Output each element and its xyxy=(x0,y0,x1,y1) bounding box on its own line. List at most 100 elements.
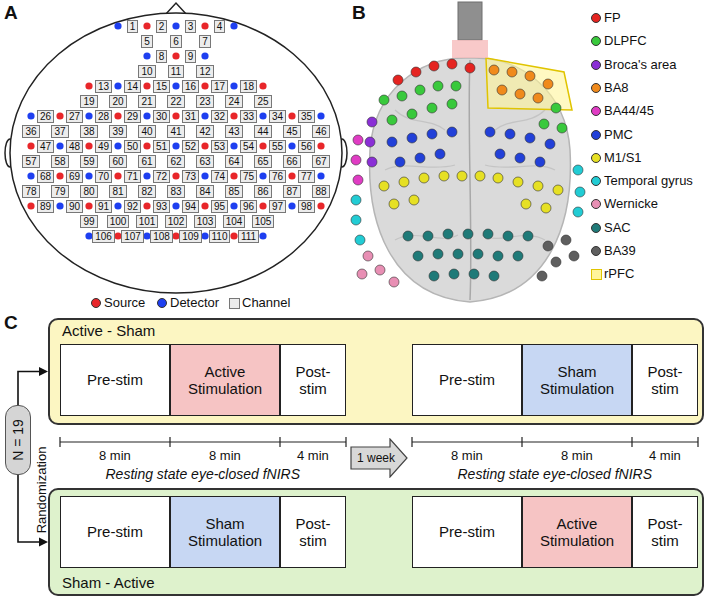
channel-number: 7 xyxy=(202,36,208,47)
channel-box: 43 xyxy=(225,125,242,138)
brain-dot xyxy=(489,65,499,75)
channel-box: 79 xyxy=(51,185,68,198)
channel-number: 87 xyxy=(286,186,297,197)
brain-dot xyxy=(357,269,367,279)
channel-box: 11 xyxy=(168,65,184,78)
channel-box: 102 xyxy=(165,215,188,228)
channel-box: 9 xyxy=(185,50,197,63)
channel-box: 65 xyxy=(254,155,271,168)
brain-dot xyxy=(525,71,535,81)
channel-number: 102 xyxy=(168,216,185,227)
channel-box: 19 xyxy=(80,95,97,108)
phase-box: Sham Stimulation xyxy=(170,496,280,568)
arrow-outline xyxy=(351,439,407,477)
channel-number: 90 xyxy=(69,201,80,212)
tick xyxy=(521,437,522,447)
brain-dot xyxy=(463,229,473,239)
brain-dot xyxy=(515,89,525,99)
channel-box: 89 xyxy=(37,200,54,213)
channel-box: 61 xyxy=(138,155,155,168)
channel-box: 81 xyxy=(109,185,126,198)
brain-dot xyxy=(407,109,417,119)
channel-number: 88 xyxy=(315,186,326,197)
channel-number: 38 xyxy=(83,126,94,137)
source-dot xyxy=(201,142,208,149)
brain-dot xyxy=(427,129,437,139)
channel-number: 67 xyxy=(315,156,326,167)
brain-dots xyxy=(351,59,585,287)
channel-box: 70 xyxy=(95,170,112,183)
tick xyxy=(697,437,698,447)
group-title: Sham - Active xyxy=(62,574,155,592)
channel-box: 82 xyxy=(138,185,155,198)
channel-number: 41 xyxy=(170,126,181,137)
detector-dot xyxy=(259,232,266,239)
group-panel: Sham - ActivePre-stimSham StimulationPos… xyxy=(48,488,704,596)
channel-number: 58 xyxy=(54,156,65,167)
channel-box: 56 xyxy=(298,140,315,153)
legend-text: DLPFC xyxy=(604,33,647,49)
duration-label: 8 min xyxy=(451,448,483,464)
channel-number: 59 xyxy=(83,156,94,167)
channel-box: 32 xyxy=(211,110,228,123)
channel-number: 110 xyxy=(212,231,228,242)
brain-dot xyxy=(355,235,365,245)
source-dot xyxy=(201,202,208,209)
channel-number: 40 xyxy=(141,126,152,137)
brain-dot xyxy=(427,103,437,113)
detector-dot xyxy=(114,142,121,149)
brain-gyri xyxy=(385,110,555,240)
channel-box: 49 xyxy=(95,140,112,153)
channel-number: 83 xyxy=(170,186,181,197)
brain-fissure xyxy=(469,60,471,300)
channel-box: 73 xyxy=(182,170,199,183)
detector-dot xyxy=(114,22,121,29)
channel-number: 80 xyxy=(83,186,94,197)
legend-dot xyxy=(591,60,601,70)
channel-number: 66 xyxy=(286,156,297,167)
channel-number: 99 xyxy=(83,216,94,227)
box-label: Post-stim xyxy=(285,515,341,550)
legend-dot xyxy=(591,13,601,23)
channel-number: 104 xyxy=(226,216,243,227)
timeline-scale xyxy=(60,437,698,447)
channel-box: 36 xyxy=(22,125,39,138)
channel-box: 80 xyxy=(80,185,97,198)
source-dot xyxy=(172,172,179,179)
channel-number: 76 xyxy=(272,171,283,182)
brain-dot xyxy=(419,173,429,183)
brain-dot xyxy=(513,251,523,261)
channel-box: 18 xyxy=(240,80,257,93)
brain-dot xyxy=(435,149,445,159)
channel-number: 24 xyxy=(228,96,239,107)
channel-number: 16 xyxy=(185,81,196,92)
channel-box: 22 xyxy=(167,95,184,108)
channel-number: 29 xyxy=(127,111,138,122)
brain-dot xyxy=(395,157,405,167)
detector-dot xyxy=(172,22,179,29)
channel-number: 70 xyxy=(98,171,109,182)
source-dot xyxy=(143,82,150,89)
source-dot xyxy=(27,202,34,209)
channel-box: 8 xyxy=(156,50,168,63)
channel-number: 49 xyxy=(98,141,109,152)
axis-note: Randomization xyxy=(34,447,50,534)
channel-number: 3 xyxy=(188,21,194,32)
channel-number: 30 xyxy=(156,111,167,122)
legend-text: SAC xyxy=(604,220,631,236)
phase-box: Pre-stim xyxy=(60,344,170,416)
detector-dot xyxy=(201,52,208,59)
legend-text: Detector xyxy=(170,295,219,311)
channel-box: 52 xyxy=(182,140,199,153)
legend-text: rPFC xyxy=(604,266,634,282)
channel-number: 48 xyxy=(69,141,80,152)
channel-number: 6 xyxy=(173,36,179,47)
detector-dot xyxy=(114,202,121,209)
channel-box: 47 xyxy=(37,140,54,153)
brain-dot xyxy=(451,81,461,91)
channel-box: 93 xyxy=(153,200,170,213)
channel-number: 11 xyxy=(171,66,181,77)
source-dot xyxy=(114,112,121,119)
phase-box: Post-stim xyxy=(632,344,698,416)
